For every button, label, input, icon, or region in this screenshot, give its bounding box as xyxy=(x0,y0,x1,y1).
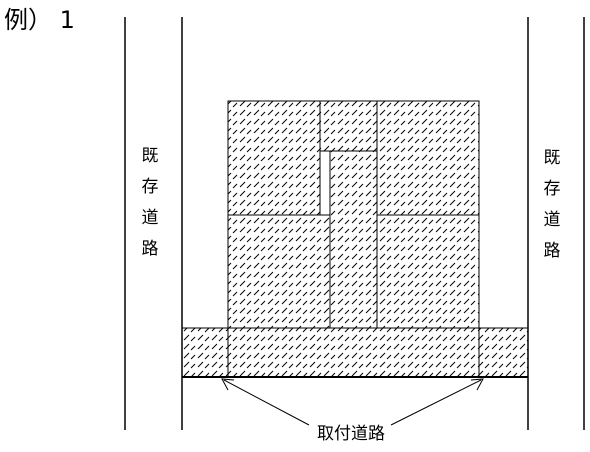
leader-arrow-right xyxy=(390,378,484,426)
parcel-top-middle xyxy=(319,100,378,152)
parcel-lower-left xyxy=(227,214,331,329)
site-block xyxy=(227,100,480,329)
leader-arrow-left xyxy=(221,378,310,426)
existing-road-label-left: 既 存 道 路 xyxy=(141,146,159,259)
parcel-upper-left xyxy=(227,100,321,216)
access-road-right-segment xyxy=(478,327,529,378)
parcel-upper-right xyxy=(376,100,480,216)
example-label: 例） 1 xyxy=(4,6,75,34)
existing-road-label-right: 既 存 道 路 xyxy=(543,148,561,261)
access-road-band xyxy=(181,327,529,378)
access-road-label: 取付道路 xyxy=(317,424,385,444)
access-road-center-segment xyxy=(227,327,480,378)
access-road-left-segment xyxy=(181,327,229,378)
parcel-center-strip xyxy=(329,150,378,329)
parcel-lower-right xyxy=(376,214,480,329)
